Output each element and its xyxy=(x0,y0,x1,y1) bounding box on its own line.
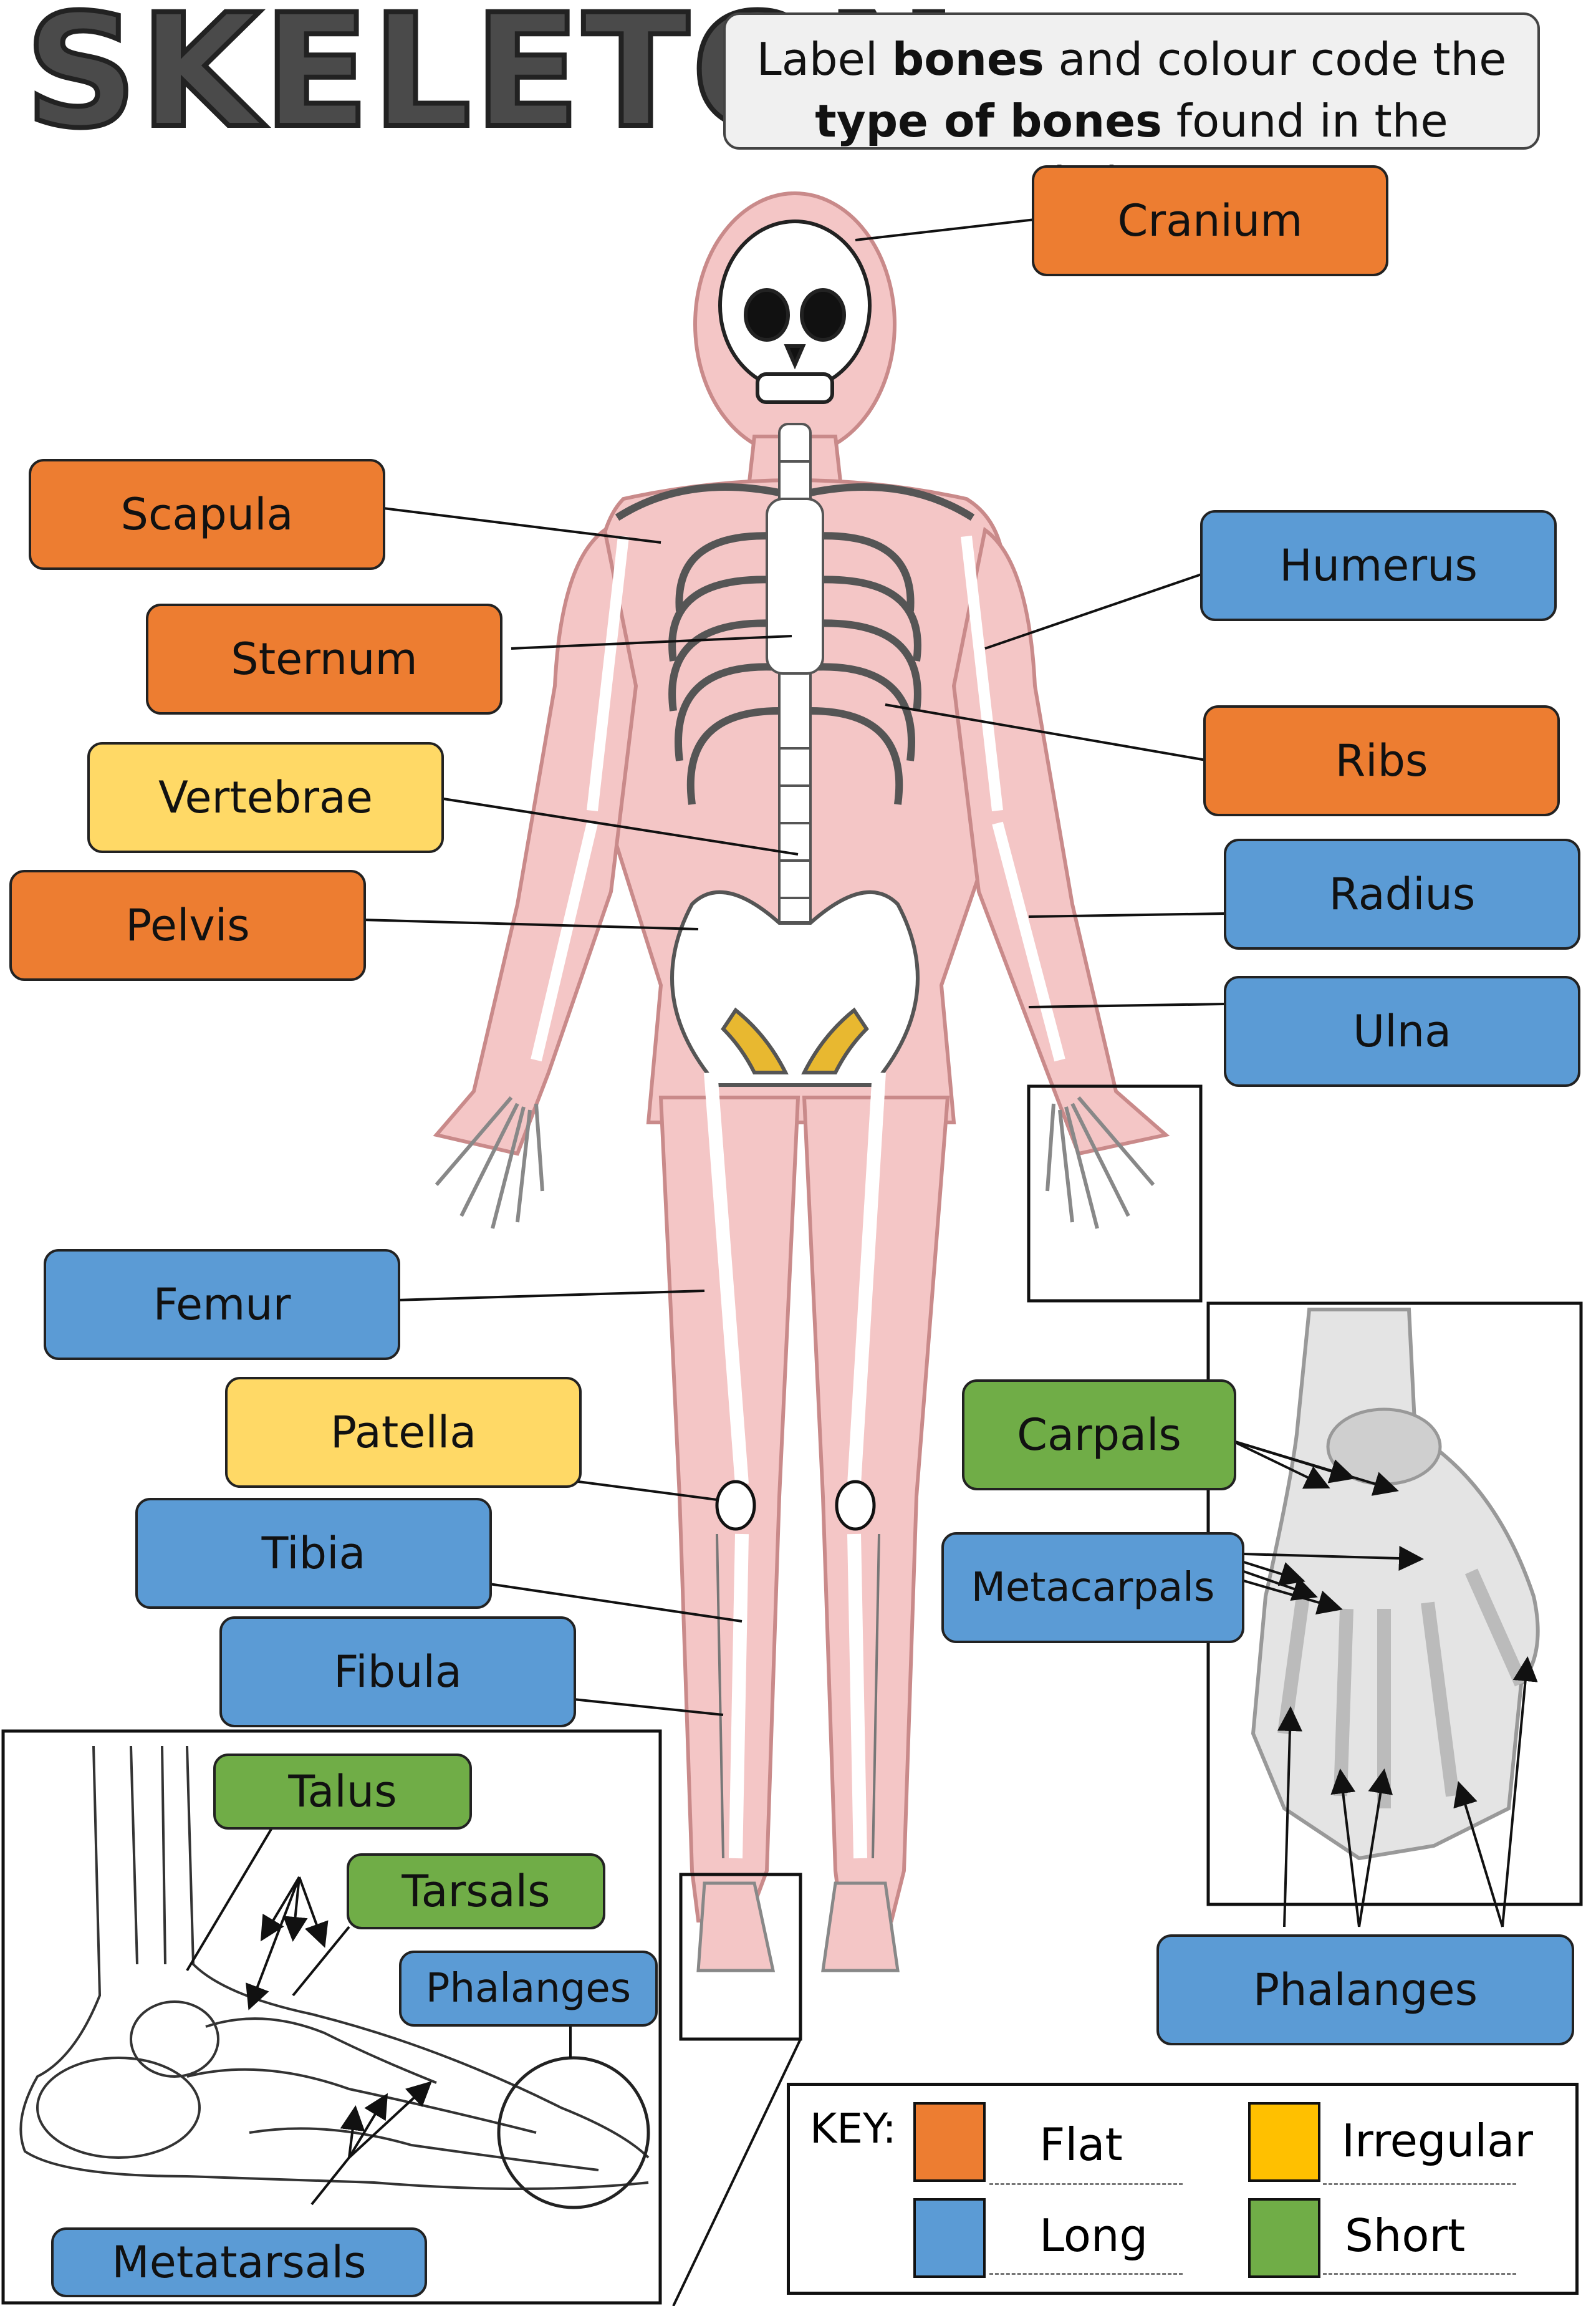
leader-lines xyxy=(186,218,1226,2206)
colour-key: KEY: Flat Irregular Long Short xyxy=(787,2083,1579,2295)
key-swatch-short xyxy=(1248,2198,1320,2278)
instructions-box: Label bones and colour code the type of … xyxy=(723,12,1540,210)
label-metacarpals[interactable]: Metacarpals xyxy=(941,1532,1244,1643)
label-tarsals[interactable]: Tarsals xyxy=(347,1853,605,1929)
label-fibula[interactable]: Fibula xyxy=(219,1616,576,1727)
label-radius[interactable]: Radius xyxy=(1224,839,1580,950)
arm-bones xyxy=(531,535,1065,1062)
key-swatch-flat xyxy=(913,2102,986,2182)
label-phalanges-hand[interactable]: Phalanges xyxy=(1156,1934,1574,2045)
leg-bone-outlines xyxy=(716,1533,880,1859)
label-pelvis[interactable]: Pelvis xyxy=(9,870,366,981)
skull xyxy=(718,220,872,404)
key-title: KEY: xyxy=(810,2105,897,2153)
left-hand xyxy=(435,1096,544,1229)
foot-zoom-frame xyxy=(679,1873,802,2041)
foot-detail-drawing xyxy=(19,1745,650,2190)
key-line-long xyxy=(989,2273,1183,2275)
key-swatch-long xyxy=(913,2198,986,2278)
hand-detail-drawing xyxy=(1251,1308,1540,1861)
label-cranium[interactable]: Cranium xyxy=(1032,165,1388,276)
label-talus[interactable]: Talus xyxy=(213,1754,472,1830)
label-humerus[interactable]: Humerus xyxy=(1200,510,1557,621)
key-label-long: Long xyxy=(1039,2209,1148,2262)
key-label-short: Short xyxy=(1345,2209,1466,2262)
shoulders xyxy=(615,483,975,521)
pelvis-bone xyxy=(670,890,920,1087)
label-sternum[interactable]: Sternum xyxy=(146,604,502,715)
feet xyxy=(696,1881,900,1972)
label-femur[interactable]: Femur xyxy=(44,1249,400,1360)
label-phalanges-foot[interactable]: Phalanges xyxy=(399,1951,658,2027)
key-line-flat xyxy=(989,2183,1183,2185)
key-line-short xyxy=(1323,2273,1516,2275)
key-swatch-irregular xyxy=(1248,2102,1320,2182)
foot-zoom-connector xyxy=(672,2038,802,2306)
label-carpals[interactable]: Carpals xyxy=(962,1379,1236,1490)
label-ulna[interactable]: Ulna xyxy=(1224,976,1580,1087)
label-patella[interactable]: Patella xyxy=(225,1377,582,1488)
label-vertebrae[interactable]: Vertebrae xyxy=(87,742,444,853)
label-metatarsals[interactable]: Metatarsals xyxy=(51,2227,427,2297)
leg-bones xyxy=(704,1072,886,1859)
foot-phalanges-circle xyxy=(497,2056,650,2209)
label-scapula[interactable]: Scapula xyxy=(29,459,385,570)
ribcage xyxy=(668,532,921,805)
hand-zoom-frame xyxy=(1027,1084,1203,1303)
sternum-bone xyxy=(766,498,824,675)
key-line-irregular xyxy=(1323,2183,1516,2185)
right-hand xyxy=(1046,1096,1155,1229)
key-label-irregular: Irregular xyxy=(1342,2115,1533,2167)
patella-left xyxy=(715,1480,756,1531)
leader-arrows xyxy=(246,1439,1538,2159)
patella-right xyxy=(835,1480,876,1531)
label-tibia[interactable]: Tibia xyxy=(135,1498,492,1609)
label-ribs[interactable]: Ribs xyxy=(1203,705,1560,816)
instructions-line-1: Label bones and colour code the xyxy=(756,33,1507,85)
key-label-flat: Flat xyxy=(1039,2118,1123,2171)
